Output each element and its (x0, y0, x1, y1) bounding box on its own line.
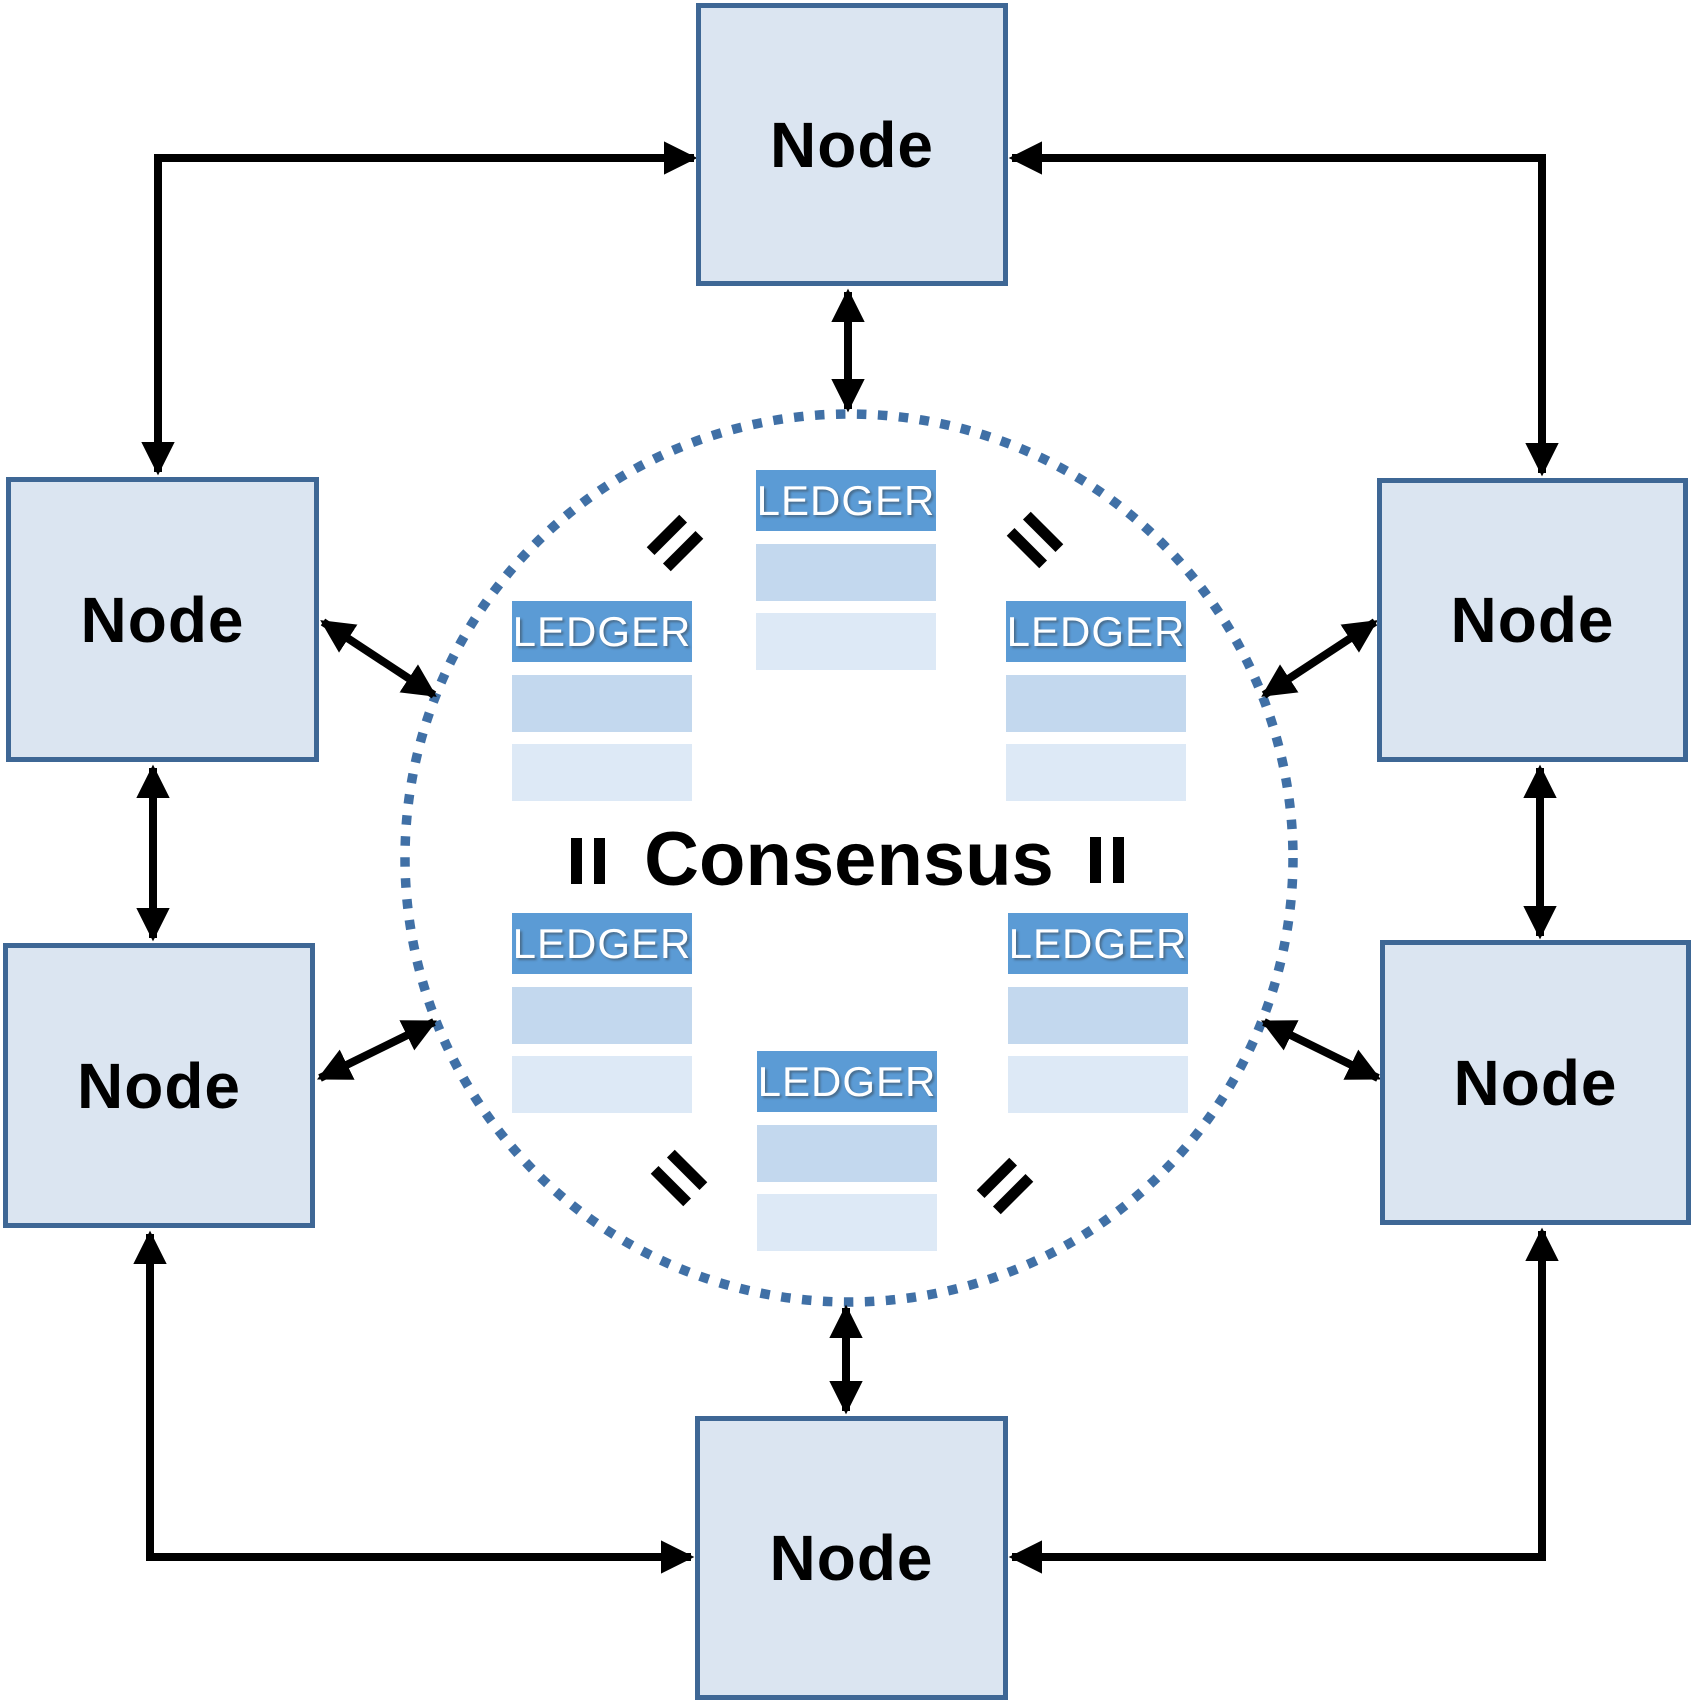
equals-bar (1090, 837, 1101, 883)
equals-icon-bottom-left (650, 1149, 708, 1207)
node-label: Node (1450, 584, 1615, 656)
node-box-bottom: Node (695, 1416, 1008, 1700)
arrow-right-upper-diagonal (1261, 618, 1378, 699)
node-box-left-lower: Node (3, 943, 315, 1228)
ledger-right-upper: LEDGER (1006, 601, 1186, 801)
arrow-top-left-corner (141, 141, 698, 476)
node-box-right-upper: Node (1377, 478, 1688, 762)
equals-bar (571, 838, 582, 884)
ledger-header: LEDGER (1006, 601, 1186, 662)
ledger-row (1008, 1056, 1188, 1113)
node-box-top: Node (696, 3, 1008, 286)
ledger-row (512, 987, 692, 1044)
ledger-row (1006, 675, 1186, 732)
equals-icon-bottom-right (976, 1157, 1034, 1215)
ledger-row (1008, 987, 1188, 1044)
arrow-top-right-corner (1008, 141, 1559, 477)
arrow-left-lower-diagonal (316, 1018, 438, 1082)
node-label: Node (769, 1522, 934, 1594)
node-box-left-upper: Node (6, 477, 319, 762)
ledger-top-center: LEDGER (756, 470, 936, 670)
ledger-row (756, 613, 936, 670)
equals-bar (1113, 837, 1124, 883)
ledger-header: LEDGER (512, 913, 692, 974)
equals-icon-middle-right (1090, 837, 1124, 883)
node-label: Node (770, 108, 934, 181)
ledger-row (757, 1125, 937, 1182)
node-label: Node (77, 1049, 241, 1122)
arrow-left-upper-diagonal (320, 618, 437, 699)
ledger-header: LEDGER (757, 1051, 937, 1112)
equals-bar (594, 838, 605, 884)
equals-icon-top-left (646, 514, 704, 572)
arrow-bottom-right-corner (1008, 1227, 1559, 1574)
ledger-right-lower: LEDGER (1008, 913, 1188, 1113)
ledger-left-upper: LEDGER (512, 601, 692, 801)
node-box-right-lower: Node (1380, 940, 1691, 1225)
node-label: Node (1453, 1046, 1618, 1119)
ledger-header: LEDGER (756, 470, 936, 531)
ledger-row (1006, 744, 1186, 801)
ledger-row (512, 1056, 692, 1113)
consensus-label: Consensus (644, 816, 1054, 902)
ledger-row (757, 1194, 937, 1251)
ledger-row (512, 744, 692, 801)
node-label: Node (80, 583, 245, 656)
arrow-bottom-left-corner (133, 1230, 695, 1574)
ledger-header: LEDGER (1008, 913, 1188, 974)
arrow-right-lower-diagonal (1260, 1018, 1382, 1082)
ledger-row (756, 544, 936, 601)
ledger-left-lower: LEDGER (512, 913, 692, 1113)
ledger-bottom-center: LEDGER (757, 1051, 937, 1251)
ledger-row (512, 675, 692, 732)
equals-icon-top-right (1006, 511, 1064, 569)
ledger-header: LEDGER (512, 601, 692, 662)
equals-icon-middle-left (571, 838, 605, 884)
